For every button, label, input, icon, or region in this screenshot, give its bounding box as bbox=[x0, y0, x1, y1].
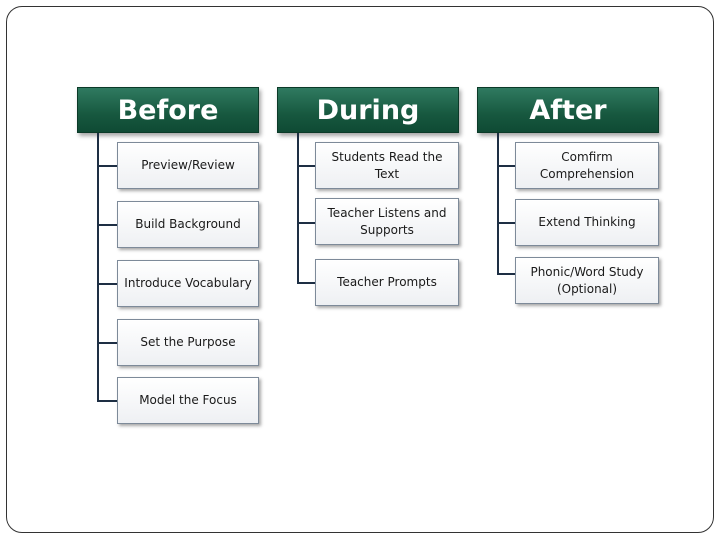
step-box: Model the Focus bbox=[117, 377, 259, 424]
step-box: Extend Thinking bbox=[515, 199, 659, 246]
step-box: Preview/Review bbox=[117, 142, 259, 189]
connector-branch bbox=[97, 283, 117, 285]
step-box: Comfirm Comprehension bbox=[515, 142, 659, 189]
connector-branch bbox=[97, 400, 117, 402]
step-box: Students Read the Text bbox=[315, 142, 459, 189]
connector-trunk bbox=[497, 133, 499, 273]
step-label: Preview/Review bbox=[141, 158, 235, 173]
connector-branch bbox=[497, 222, 517, 224]
connector-branch bbox=[497, 165, 517, 167]
step-box: Introduce Vocabulary bbox=[117, 260, 259, 307]
connector-branch bbox=[297, 222, 317, 224]
step-label: Build Background bbox=[135, 217, 241, 232]
connector-branch bbox=[97, 224, 117, 226]
connector-branch bbox=[297, 282, 317, 284]
step-label: Teacher Listens and Supports bbox=[327, 206, 447, 237]
step-label: Introduce Vocabulary bbox=[124, 276, 252, 291]
connector-branch bbox=[297, 165, 317, 167]
connector-trunk bbox=[297, 133, 299, 283]
connector-branch bbox=[497, 273, 517, 275]
connector-trunk bbox=[97, 133, 99, 401]
column-header-during: During bbox=[277, 87, 459, 133]
step-label: Comfirm Comprehension bbox=[539, 150, 635, 181]
slide-frame: Before Preview/Review Build Background I… bbox=[6, 6, 714, 533]
column-header-before: Before bbox=[77, 87, 259, 133]
step-box: Phonic/Word Study (Optional) bbox=[515, 257, 659, 304]
step-box: Set the Purpose bbox=[117, 319, 259, 366]
column-header-after: After bbox=[477, 87, 659, 133]
step-box: Teacher Prompts bbox=[315, 259, 459, 306]
connector-branch bbox=[97, 165, 117, 167]
step-label: Extend Thinking bbox=[538, 215, 636, 230]
step-label: Phonic/Word Study (Optional) bbox=[530, 265, 644, 296]
step-label: Set the Purpose bbox=[140, 335, 236, 350]
step-label: Students Read the Text bbox=[331, 150, 443, 181]
step-box: Teacher Listens and Supports bbox=[315, 198, 459, 245]
step-label: Model the Focus bbox=[139, 393, 237, 408]
step-box: Build Background bbox=[117, 201, 259, 248]
connector-branch bbox=[97, 342, 117, 344]
step-label: Teacher Prompts bbox=[337, 275, 437, 290]
